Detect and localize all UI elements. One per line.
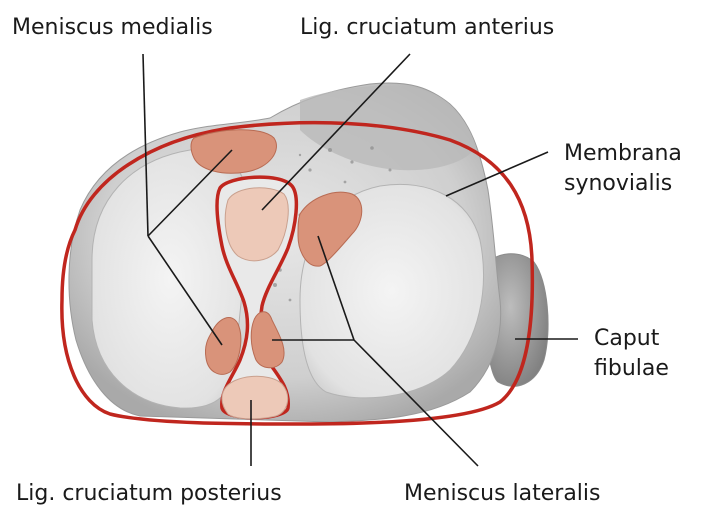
label-lig-cruciatum-posterius: Lig. cruciatum posterius <box>16 480 282 507</box>
label-membrana-synovialis-1: Membrana <box>564 140 682 167</box>
label-lig-cruciatum-anterius: Lig. cruciatum anterius <box>300 14 554 41</box>
label-membrana-synovialis-2: synovialis <box>564 170 672 197</box>
lig-cruciatum-posterius-shape <box>222 376 288 419</box>
label-meniscus-lateralis: Meniscus lateralis <box>404 480 601 507</box>
label-meniscus-medialis: Meniscus medialis <box>12 14 213 41</box>
label-caput-fibulae-1: Caput <box>594 325 659 352</box>
label-caput-fibulae-2: fibulae <box>594 355 669 382</box>
